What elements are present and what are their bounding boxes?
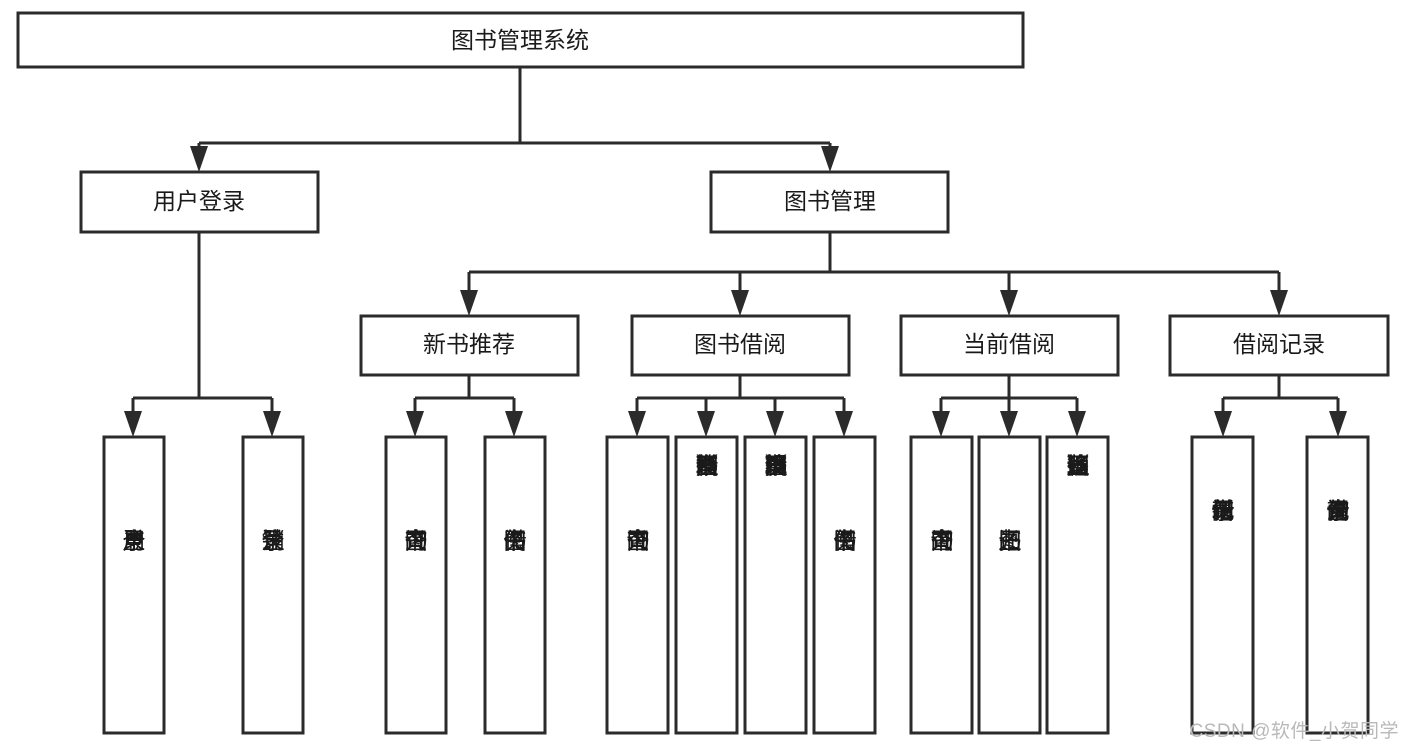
node-user-login-label: 用户登录: [153, 188, 245, 214]
leaf-label: 查询借阅记录: [1327, 497, 1350, 523]
node-user-login[interactable]: 用户登录: [79, 170, 320, 234]
arrowhead-icon: [505, 411, 523, 437]
node-book-borrow-box[interactable]: [630, 314, 851, 377]
arrowhead-icon: [821, 146, 839, 172]
node-borrow-record-box[interactable]: [1168, 314, 1390, 377]
node-current-borrow-box[interactable]: [899, 314, 1120, 377]
connector-currentborrow-to-leaves: [939, 375, 1079, 413]
leaf-borrowrecord-query[interactable]: 查询借阅记录: [1305, 435, 1370, 735]
node-new-book-recommend-box[interactable]: [359, 314, 580, 377]
leaf-label: 借阅图书: [834, 527, 857, 553]
leaf-label: 新增图书（管理员）: [696, 452, 719, 478]
leaf-newbook-query[interactable]: 查询图书: [384, 435, 448, 735]
leaf-newbook-borrow[interactable]: 借阅图书: [483, 435, 547, 735]
leaf-currentborrow-confirm[interactable]: 确认归还（管理员）: [1045, 435, 1110, 735]
leaf-bookborrow-query[interactable]: 查询图书: [605, 435, 670, 735]
leaf-bookborrow-borrow[interactable]: 借阅图书: [812, 435, 877, 735]
connector-layer: [124, 67, 1347, 437]
leaf-box[interactable]: [1190, 435, 1255, 735]
node-book-borrow[interactable]: 图书借阅: [630, 314, 851, 377]
leaf-currentborrow-return[interactable]: 归还图书: [977, 435, 1042, 735]
connector-root-to-level2: [197, 67, 832, 158]
leaf-bookborrow-edit[interactable]: 编辑图书（管理员）: [743, 435, 808, 735]
node-book-management-label: 图书管理: [784, 188, 876, 214]
arrowhead-icon: [932, 411, 950, 437]
arrowhead-icon: [766, 411, 784, 437]
leaf-currentborrow-query[interactable]: 查询图书: [909, 435, 974, 735]
leaf-label: 查询图书: [627, 527, 650, 553]
leaf-label: 注销登录: [262, 527, 285, 553]
node-root[interactable]: 图书管理系统: [16, 11, 1025, 69]
arrowhead-icon: [1329, 411, 1347, 437]
leaf-label: 确认归还（管理员）: [1067, 452, 1090, 478]
leaf-user-login-logout[interactable]: 注销登录: [241, 435, 305, 735]
arrowhead-icon: [628, 411, 646, 437]
arrowhead-icon: [835, 411, 853, 437]
leaf-user-login-login[interactable]: 用户登录: [102, 435, 166, 735]
leaf-label: 编辑图书（管理员）: [765, 452, 788, 478]
node-new-book-recommend[interactable]: 新书推荐: [359, 314, 580, 377]
arrowhead-icon: [1214, 411, 1232, 437]
node-book-management[interactable]: 图书管理: [709, 170, 950, 234]
arrowhead-icon: [190, 146, 208, 172]
leaf-box[interactable]: [812, 435, 877, 735]
node-current-borrow-label: 当前借阅: [963, 331, 1055, 357]
leaf-box[interactable]: [483, 435, 547, 735]
leaf-box[interactable]: [743, 435, 808, 735]
node-root-box[interactable]: [16, 11, 1025, 69]
leaf-box[interactable]: [977, 435, 1042, 735]
arrowhead-icon: [124, 411, 142, 437]
connector-userlogin-to-leaves: [131, 232, 274, 413]
arrowhead-icon: [460, 290, 478, 316]
leaf-box[interactable]: [674, 435, 739, 735]
arrowhead-icon: [731, 290, 749, 316]
arrowhead-icon: [697, 411, 715, 437]
node-borrow-record-label: 借阅记录: [1233, 331, 1325, 357]
watermark-label: CSDN @软件_小贺同学: [1189, 721, 1399, 742]
leaf-box[interactable]: [909, 435, 974, 735]
leaf-label: 查询图书: [931, 527, 954, 553]
leaf-label: 归还图书: [999, 527, 1022, 553]
arrowhead-icon: [406, 411, 424, 437]
node-user-login-box[interactable]: [79, 170, 320, 234]
connector-bookborrow-to-leaves: [635, 375, 846, 413]
node-new-book-recommend-label: 新书推荐: [423, 331, 515, 357]
connector-borrowrecord-to-leaves: [1221, 375, 1340, 413]
leaf-box[interactable]: [605, 435, 670, 735]
leaf-box[interactable]: [1305, 435, 1370, 735]
leaf-box[interactable]: [384, 435, 448, 735]
leaf-box[interactable]: [241, 435, 305, 735]
node-book-borrow-label: 图书借阅: [694, 331, 786, 357]
node-current-borrow[interactable]: 当前借阅: [899, 314, 1120, 377]
arrowhead-icon: [1000, 411, 1018, 437]
leaf-box[interactable]: [1045, 435, 1110, 735]
leaf-label: 用户登录: [123, 527, 146, 553]
arrowhead-icon: [1068, 411, 1086, 437]
leaf-box[interactable]: [102, 435, 166, 735]
leaf-bookborrow-add[interactable]: 新增图书（管理员）: [674, 435, 739, 735]
node-borrow-record[interactable]: 借阅记录: [1168, 314, 1390, 377]
leaf-label: 新增借阅记录: [1212, 497, 1235, 523]
leaf-label: 查询图书: [405, 527, 428, 553]
connector-bookmgmt-to-level3: [467, 232, 1281, 300]
leaf-borrowrecord-add[interactable]: 新增借阅记录: [1190, 435, 1255, 735]
connector-newbook-to-leaves: [413, 375, 516, 413]
arrowhead-icon: [1000, 290, 1018, 316]
node-root-label: 图书管理系统: [451, 27, 589, 53]
arrowhead-icon: [263, 411, 281, 437]
node-book-management-box[interactable]: [709, 170, 950, 234]
leaf-label: 借阅图书: [504, 527, 527, 553]
arrowhead-icon: [1270, 290, 1288, 316]
